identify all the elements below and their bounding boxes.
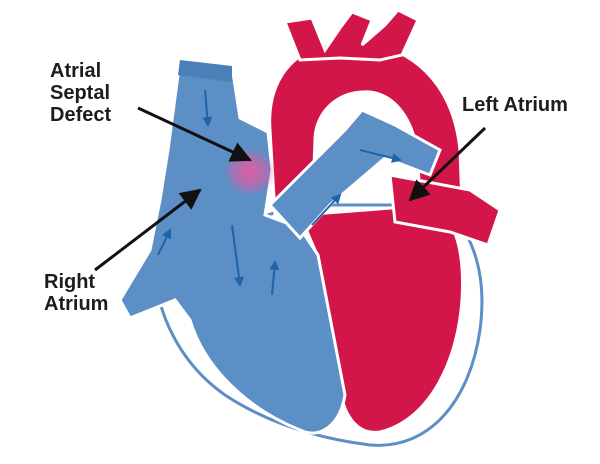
label-asd-line-3: Defect	[50, 104, 111, 126]
label-ra-line-2: Atrium	[44, 293, 108, 315]
label-asd-line-1: Atrial	[50, 60, 111, 82]
label-ra-line-1: Right	[44, 271, 108, 293]
label-right-atrium: Right Atrium	[44, 271, 108, 315]
label-asd-line-2: Septal	[50, 82, 111, 104]
aortic-branches	[285, 10, 418, 60]
septal-defect-glow	[224, 148, 276, 196]
label-atrial-septal-defect: Atrial Septal Defect	[50, 60, 111, 126]
label-left-atrium: Left Atrium	[462, 94, 568, 116]
